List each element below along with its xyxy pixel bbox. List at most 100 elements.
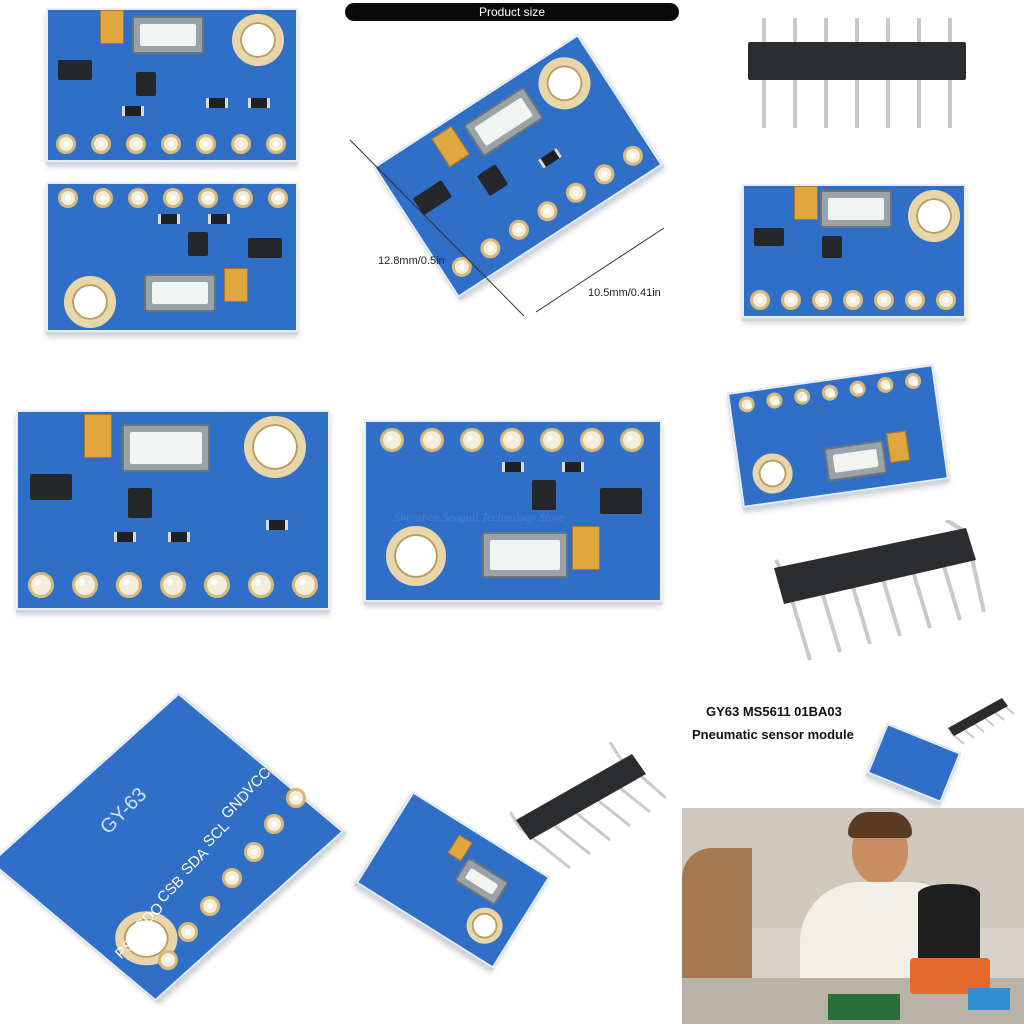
mounting-hole <box>244 416 306 478</box>
pin-pad <box>231 134 251 154</box>
pressure-sensor-chip <box>453 856 510 906</box>
resistor <box>122 106 144 116</box>
pcb-front-small-flipped <box>46 182 298 332</box>
product-title-line2: Pneumatic sensor module <box>692 727 854 742</box>
pin-pad <box>163 188 183 208</box>
pin-pad <box>905 290 925 310</box>
pressure-sensor-chip <box>132 16 204 54</box>
pin-pad <box>161 134 181 154</box>
pin-header-angled <box>774 520 986 661</box>
ic-chip <box>128 488 152 518</box>
resistor <box>266 520 288 530</box>
pin-pad <box>874 290 894 310</box>
pin-pad <box>812 290 832 310</box>
pin-pad <box>820 383 839 402</box>
pin-pad <box>116 572 142 598</box>
pin-pad <box>793 387 812 406</box>
pcb-front-large <box>16 410 330 610</box>
photo-arduino-board <box>828 994 900 1020</box>
pin-pad <box>765 391 784 410</box>
pin-pad <box>160 572 186 598</box>
resistor <box>168 532 190 542</box>
pin-pad <box>286 788 306 808</box>
pin-pad <box>264 814 284 834</box>
pin-pad <box>158 950 178 970</box>
resistor <box>502 462 524 472</box>
photo-person-hair <box>848 812 912 838</box>
pin-pad <box>56 134 76 154</box>
store-watermark: Shenzhen Seagull Technology Store <box>394 510 565 524</box>
resistor <box>206 98 228 108</box>
pin-pad <box>843 290 863 310</box>
pressure-sensor-chip <box>823 439 888 482</box>
pin-header-bottom <box>510 742 667 870</box>
pressure-sensor-chip <box>482 532 568 578</box>
pin-pad <box>126 134 146 154</box>
tantalum-capacitor <box>572 526 600 570</box>
mounting-hole <box>232 14 284 66</box>
pin-pad <box>620 428 644 452</box>
product-size-banner: Product size <box>345 3 679 21</box>
pcb-front-large-flipped <box>364 420 662 602</box>
pin-pad <box>876 375 895 394</box>
resistor <box>114 532 136 542</box>
pin-pad <box>420 428 444 452</box>
pin-pad <box>204 572 230 598</box>
pcb-front-small <box>46 8 298 162</box>
pin-pad <box>500 428 524 452</box>
regulator-chip <box>248 238 282 258</box>
pcb-front-right <box>742 184 966 318</box>
pressure-sensor-chip <box>820 190 892 228</box>
tantalum-capacitor <box>794 186 818 220</box>
resistor <box>158 214 180 224</box>
regulator-chip <box>30 474 72 500</box>
resistor <box>208 214 230 224</box>
mounting-hole <box>64 276 116 328</box>
ic-chip <box>822 236 842 258</box>
tantalum-capacitor <box>84 414 112 458</box>
mounting-hole <box>459 900 510 951</box>
regulator-chip <box>600 488 642 514</box>
pin-pad <box>58 188 78 208</box>
pin-pad <box>268 188 288 208</box>
pin-pad <box>292 572 318 598</box>
pin-pad <box>248 572 274 598</box>
pin-pad <box>233 188 253 208</box>
length-dimension-label: 12.8mm/0.5in <box>378 255 445 267</box>
pin-pad <box>128 188 148 208</box>
tantalum-capacitor <box>100 10 124 44</box>
width-dimension-label: 10.5mm/0.41in <box>588 287 661 299</box>
mounting-hole <box>908 190 960 242</box>
pin-pad <box>200 896 220 916</box>
pin-header-thumbnail <box>948 698 1015 745</box>
pin-pad <box>222 868 242 888</box>
tantalum-capacitor <box>224 268 248 302</box>
ic-chip <box>532 480 556 510</box>
tantalum-capacitor <box>886 430 911 463</box>
pin-pad <box>750 290 770 310</box>
regulator-chip <box>58 60 92 80</box>
pressure-sensor-chip <box>122 424 210 472</box>
pin-pad <box>540 428 564 452</box>
photo-blue-module <box>968 988 1010 1010</box>
pin-pad <box>737 395 756 414</box>
pin-pad <box>904 371 923 391</box>
resistor <box>562 462 584 472</box>
ic-chip <box>136 72 156 96</box>
pin-pad <box>936 290 956 310</box>
ic-chip <box>188 232 208 256</box>
resistor <box>248 98 270 108</box>
pin-pad <box>72 572 98 598</box>
pin-pad <box>266 134 286 154</box>
pin-pad <box>781 290 801 310</box>
mounting-hole <box>386 526 446 586</box>
mounting-hole <box>749 450 796 497</box>
pin-pad <box>848 379 867 398</box>
photo-spinning-drum <box>918 884 980 970</box>
pin-pad <box>198 188 218 208</box>
pin-pad <box>196 134 216 154</box>
pin-pad <box>91 134 111 154</box>
pin-pad <box>93 188 113 208</box>
pin-pad <box>28 572 54 598</box>
